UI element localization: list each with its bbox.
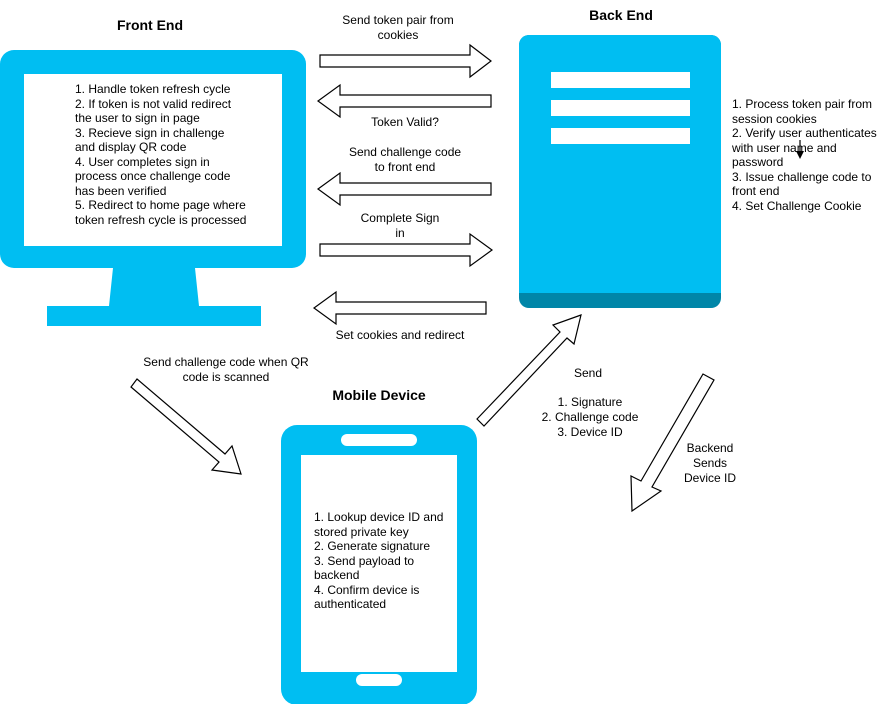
label-send-token-pair: Send token pair from cookies [342, 13, 454, 42]
mobile-device-steps: 1. Lookup device ID and stored private k… [314, 510, 444, 611]
label-mobile-send-items: 1. Signature 2. Challenge code 3. Device… [541, 395, 639, 439]
back-end-title: Back End [589, 7, 653, 23]
arrow-backend-device-id [630, 373, 715, 513]
arrow-token-valid [316, 83, 492, 119]
arrow-front-to-mobile [130, 378, 242, 475]
label-mobile-send-title: Send [573, 366, 603, 380]
arrow-set-cookies [312, 290, 487, 326]
arrow-complete-sign-in [319, 232, 494, 268]
front-end-monitor-icon [0, 50, 306, 326]
cursor-mark-icon [796, 140, 804, 159]
label-token-valid: Token Valid? [371, 115, 439, 129]
label-send-challenge-code: Send challenge code to front end [348, 145, 462, 174]
front-end-title: Front End [116, 17, 184, 33]
mobile-device-icon [281, 425, 477, 704]
label-backend-sends-device-id: Backend Sends Device ID [683, 441, 736, 485]
label-set-cookies: Set cookies and redirect [335, 328, 465, 342]
back-end-steps: 1. Process token pair from session cooki… [732, 97, 877, 213]
label-send-challenge-when-scanned: Send challenge code when QR code is scan… [143, 355, 309, 384]
back-end-server-icon [519, 35, 721, 308]
mobile-device-title: Mobile Device [332, 387, 426, 403]
arrow-mobile-to-backend [476, 314, 582, 427]
label-complete-sign-in: Complete Sign in [360, 211, 440, 240]
front-end-steps: 1. Handle token refresh cycle 2. If toke… [75, 82, 247, 227]
arrow-send-token-pair [319, 43, 492, 79]
arrow-send-challenge-code [316, 171, 492, 207]
